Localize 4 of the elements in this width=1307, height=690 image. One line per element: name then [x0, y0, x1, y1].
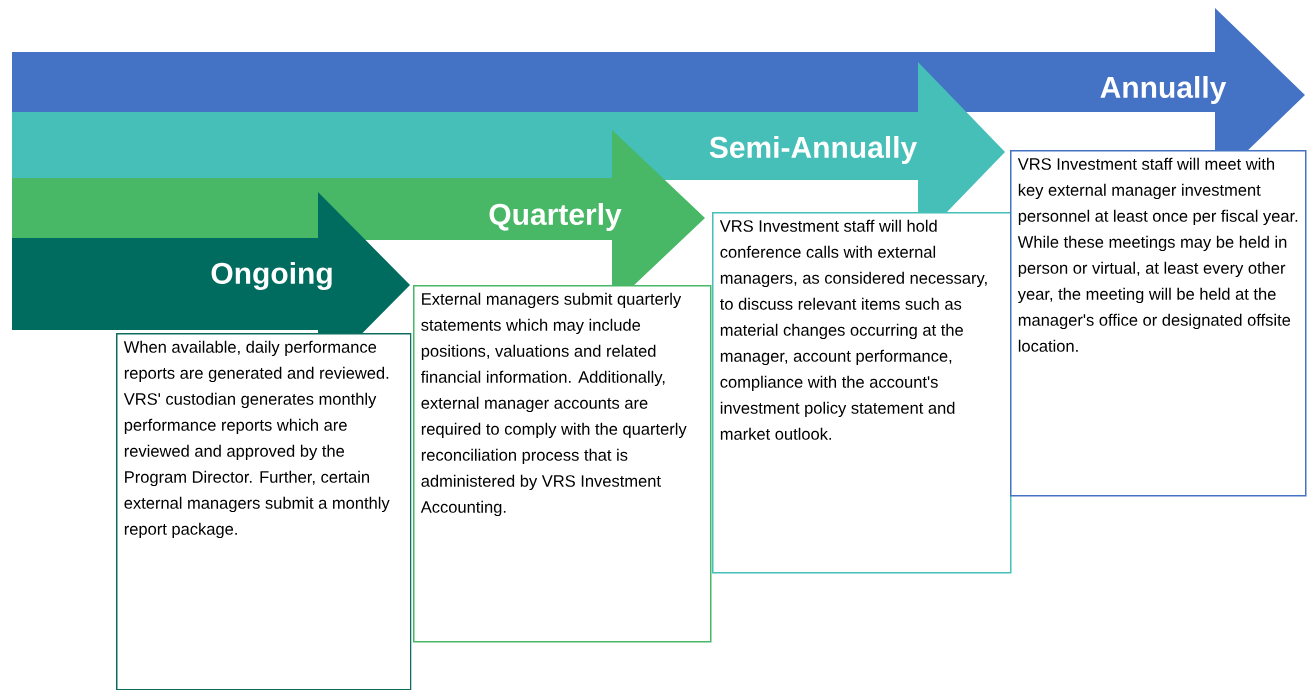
- text-box: External managers submit quarterly statements which may include positions, valuations and related financial information. Additionally, external manager accounts are required to comply with the quarterly reconciliation process that is administered by VRS Investment Accounting.: [413, 285, 712, 643]
- text-box: When available, daily performance reports are generated and reviewed. VRS' custodian generates monthly performance reports which are reviewed and approved by the Program Director. Further, certain external managers submit a monthly report package.: [116, 333, 412, 690]
- text-box: VRS Investment staff will meet with key external manager investment personnel at least once per fiscal year. While these meetings may be held in person or virtual, at least every other year, the meeting will be held at the manager's office or designated offsite location.: [1010, 150, 1307, 497]
- text-box: VRS Investment staff will hold conference calls with external managers, as considered necessary, to discuss relevant items such as material changes occurring at the manager, account performance, compliance with the account's investment policy statement and market outlook.: [712, 212, 1012, 574]
